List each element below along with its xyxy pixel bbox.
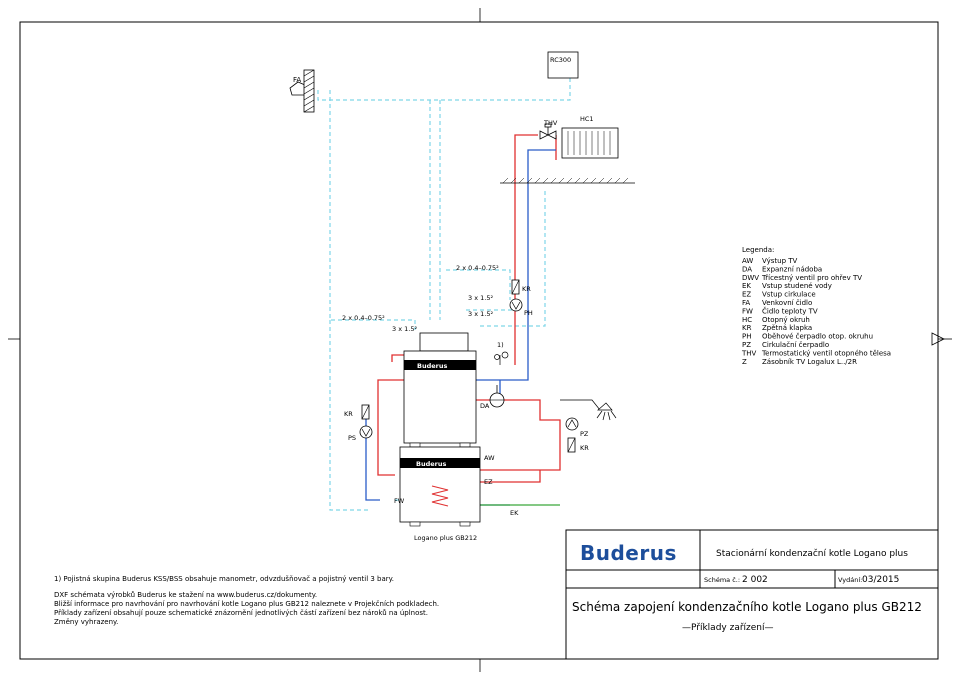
- title-scheme-label: Schéma č.:: [704, 576, 740, 584]
- label-kr-left: KR: [344, 410, 353, 418]
- legend-text: Expanzní nádoba: [762, 265, 822, 273]
- hc1-radiator: [561, 127, 619, 159]
- legend-code: Z: [742, 358, 747, 366]
- title-product: Stacionární kondenzační kotle Logano plu…: [716, 548, 908, 559]
- title-brand-logo: Buderus: [580, 541, 677, 565]
- title-block: [565, 529, 939, 660]
- heating-pump-ph: [509, 298, 523, 312]
- storage-pump-ps: [359, 425, 373, 439]
- label-thv: THV: [543, 119, 558, 127]
- label-fa: FA: [293, 76, 301, 84]
- label-safety-group: 1): [497, 341, 504, 349]
- legend-text: Čidlo teploty TV: [762, 306, 818, 315]
- legend-code: THV: [741, 349, 757, 357]
- boiler-unit: [403, 332, 477, 448]
- legend-text: Vstup cirkulace: [762, 291, 816, 299]
- legend-text: Venkovní čidlo: [762, 299, 812, 307]
- label-ps: PS: [348, 434, 356, 442]
- title-issue-date: 03/2015: [862, 575, 899, 585]
- label-cable-left-b: 3 x 1.5²: [392, 325, 417, 333]
- notes: 1) Pojistná skupina Buderus KSS/BSS obsa…: [54, 575, 439, 626]
- title-subtitle: —Příklady zařízení—: [682, 623, 774, 633]
- legend-title: Legenda:: [742, 246, 774, 254]
- legend-code: DWV: [742, 274, 759, 282]
- boiler-brand-label: Buderus: [417, 362, 447, 370]
- legend-code: FW: [742, 307, 753, 315]
- legend-text: Vstup studené vody: [762, 282, 832, 290]
- legend-text: Zásobník TV Logalux L../2R: [762, 358, 857, 366]
- label-rc300: RC300: [550, 56, 571, 64]
- label-fw: FW: [394, 497, 405, 505]
- legend-code: KR: [742, 324, 752, 332]
- label-cable-mid-top: 2 x 0.4–0.75²: [456, 264, 499, 272]
- title-scheme-number: 2 002: [742, 575, 768, 585]
- legend-text: Cirkulační čerpadlo: [762, 341, 829, 349]
- legend-code: PZ: [742, 341, 751, 349]
- note-line: DXF schémata výrobků Buderus ke stažení …: [54, 591, 317, 599]
- legend-text: Otopný okruh: [762, 316, 810, 324]
- label-pz: PZ: [580, 430, 589, 438]
- expansion-vessel: [489, 385, 505, 408]
- legend-code: PH: [742, 333, 752, 341]
- label-ez: EZ: [484, 478, 493, 486]
- label-cable-left: 2 x 0.4–0.75²: [342, 314, 385, 322]
- legend-code: AW: [742, 257, 753, 265]
- legend-code: EZ: [742, 291, 751, 299]
- label-kr-top: KR: [522, 285, 531, 293]
- floor-hatch: [500, 177, 635, 184]
- note-line: Změny vyhrazeny.: [54, 618, 118, 626]
- title-main: Schéma zapojení kondenzačního kotle Loga…: [572, 600, 922, 614]
- tap-shower-icon: [560, 399, 617, 421]
- outdoor-sensor: [289, 69, 315, 113]
- label-ek: EK: [510, 509, 519, 517]
- label-kr-right: KR: [580, 444, 589, 452]
- legend-text: Třícestný ventil pro ohřev TV: [761, 274, 862, 282]
- boiler-caption: Logano plus GB212: [414, 534, 477, 542]
- legend-text: Termostatický ventil otopného tělesa: [761, 349, 891, 357]
- legend-code: EK: [742, 282, 751, 290]
- thv-valve: [539, 123, 557, 140]
- control-cables: [317, 78, 571, 511]
- note-line: Bližší informace pro navrhování pro navr…: [54, 600, 439, 608]
- legend-text: Oběhové čerpadlo otop. okruhu: [762, 333, 873, 341]
- circulation-pump-pz: [565, 417, 579, 431]
- frame-marker-right: [931, 332, 952, 346]
- title-issue-label: Vydání:: [838, 576, 862, 584]
- radiator-fins: [567, 131, 611, 155]
- legend-code: FA: [742, 299, 750, 307]
- rc300-controller: [547, 51, 579, 79]
- note-line: 1) Pojistná skupina Buderus KSS/BSS obsa…: [54, 575, 394, 583]
- label-cable-mid-1: 3 x 1.5²: [468, 294, 493, 302]
- tank-brand-label: Buderus: [416, 460, 446, 468]
- legend-code: DA: [742, 265, 752, 273]
- label-aw: AW: [484, 454, 495, 462]
- label-hc1: HC1: [580, 115, 594, 123]
- legend-code: HC: [742, 316, 752, 324]
- hot-water-tank: [399, 446, 481, 527]
- label-cable-mid-2: 3 x 1.5²: [468, 310, 493, 318]
- label-da: DA: [480, 402, 490, 410]
- drawing-frame: [19, 21, 939, 660]
- legend-text: Zpětná klapka: [762, 324, 812, 332]
- note-line: Příklady zařízení obsahují pouze schemat…: [54, 609, 428, 617]
- label-ph: PH: [524, 309, 533, 317]
- legend: Legenda: AW Výstup TV DA Expanzní nádobaDWV…: [741, 246, 891, 366]
- legend-text: Výstup TV: [762, 257, 798, 265]
- safety-group: [494, 351, 509, 365]
